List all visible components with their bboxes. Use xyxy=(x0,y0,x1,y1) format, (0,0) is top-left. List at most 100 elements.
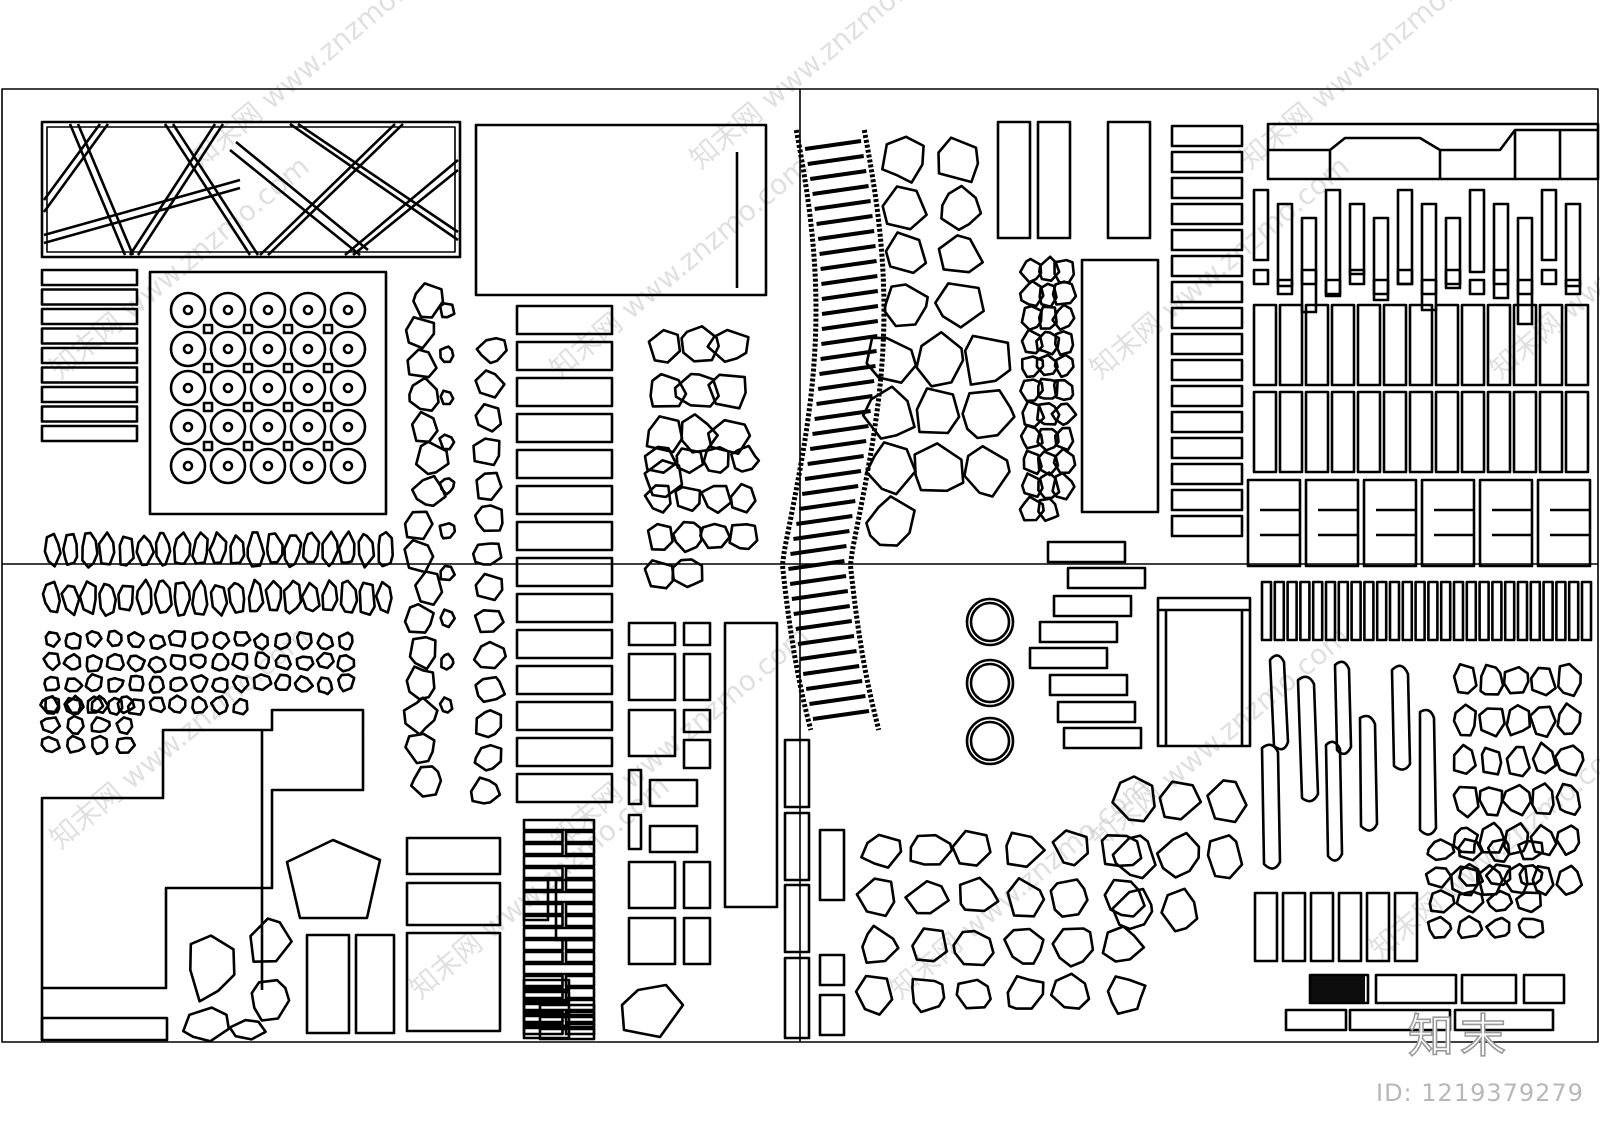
mosaic-slab xyxy=(1486,303,1512,387)
crazy-stone xyxy=(1052,447,1077,475)
paving-stone xyxy=(232,697,249,716)
mosaic-slab xyxy=(1460,303,1486,387)
mosaic-slab xyxy=(1330,390,1356,474)
path-step xyxy=(789,574,847,586)
paving-stone xyxy=(472,437,501,467)
ring xyxy=(169,291,207,329)
plank xyxy=(1529,580,1542,642)
paving-stone xyxy=(90,716,111,734)
paving-stone xyxy=(707,373,747,410)
paving-stone xyxy=(337,530,356,565)
plank xyxy=(1414,580,1426,642)
paving-stone xyxy=(357,532,376,569)
paving-stone xyxy=(190,674,209,693)
tile-ladder-slats xyxy=(1170,124,1244,538)
paving-stone xyxy=(274,654,293,671)
ladder-slat xyxy=(1170,150,1244,174)
paving-stone xyxy=(1006,876,1046,918)
paving-stone xyxy=(42,651,61,672)
ring-center xyxy=(182,304,194,316)
mosaic-slab xyxy=(1252,303,1278,387)
ring-center xyxy=(262,343,274,355)
ring-center xyxy=(342,421,354,433)
paving-stone xyxy=(64,677,84,693)
square-dot xyxy=(282,440,294,452)
paving-stone xyxy=(1457,837,1484,862)
paving-stone xyxy=(473,504,504,533)
ladder-slat xyxy=(1170,410,1244,434)
paving-stone xyxy=(1051,927,1095,968)
slab xyxy=(515,484,614,516)
mosaic-square xyxy=(1420,278,1438,296)
ring xyxy=(329,369,367,407)
plank xyxy=(1273,580,1286,642)
paving-stone xyxy=(43,675,61,692)
paving-stone xyxy=(674,485,702,513)
paving-stone xyxy=(1529,666,1557,697)
ring xyxy=(249,330,287,368)
paving-stone xyxy=(191,579,209,616)
paving-stone xyxy=(208,531,228,565)
watermark-text: 知末网 www.znzmo.com xyxy=(183,0,455,175)
plank xyxy=(1452,580,1465,642)
paving-stone xyxy=(228,1018,267,1041)
ring-center xyxy=(262,304,274,316)
slat xyxy=(40,385,139,404)
mosaic-block xyxy=(1478,478,1534,568)
paving-stone xyxy=(881,185,928,231)
paving-stone xyxy=(1049,972,1091,1010)
ring xyxy=(289,369,327,407)
mosaic-bar xyxy=(1468,188,1486,274)
paving-stone xyxy=(952,929,995,967)
path-step xyxy=(812,184,869,196)
brick xyxy=(564,866,596,880)
mosaic-square xyxy=(1252,268,1270,286)
brick xyxy=(538,1027,596,1041)
paving-stone xyxy=(1501,783,1533,817)
paving-stone xyxy=(60,584,81,617)
mosaic-bar xyxy=(1492,202,1510,300)
mosaic-bar xyxy=(1564,202,1582,288)
slab xyxy=(515,448,614,480)
plank xyxy=(1491,580,1503,642)
ring xyxy=(329,408,367,446)
paving-stone xyxy=(126,630,145,649)
paving-stone xyxy=(172,531,192,566)
mosaic-square xyxy=(1516,278,1534,296)
paving-stone xyxy=(474,675,507,704)
slab xyxy=(515,664,614,696)
mosaic-slab xyxy=(1512,390,1538,474)
paving-stone xyxy=(40,735,61,754)
mosaic-block xyxy=(1246,478,1302,568)
crazy-stone xyxy=(1050,402,1078,427)
ring xyxy=(329,447,367,485)
paving-stone xyxy=(408,376,440,413)
paving-stone xyxy=(643,445,678,475)
ladder-slat xyxy=(1170,514,1244,538)
mosaic-square xyxy=(1492,268,1510,286)
mosaic-block xyxy=(1536,478,1592,568)
ring-center xyxy=(302,304,314,316)
paving-stone xyxy=(1426,915,1453,940)
paving-stone xyxy=(154,531,172,567)
paving-stone xyxy=(438,696,454,714)
plank xyxy=(1555,580,1567,642)
paving-stone xyxy=(1111,775,1156,823)
paving-stone xyxy=(66,714,85,736)
plank xyxy=(1401,580,1414,642)
paving-stone xyxy=(937,234,985,274)
mosaic-bar xyxy=(1252,188,1270,262)
paving-stone xyxy=(1458,862,1485,887)
slat xyxy=(40,288,139,306)
crazy-stone xyxy=(1022,449,1043,476)
mosaic-slab xyxy=(1304,390,1330,474)
paving-stone xyxy=(1111,834,1157,880)
paving-stone xyxy=(209,694,229,716)
ring-center xyxy=(342,343,354,355)
mosaic-slab xyxy=(1434,390,1460,474)
ring-center xyxy=(222,382,234,394)
paving-stone xyxy=(182,1006,231,1043)
mosaic-bar xyxy=(1300,216,1318,314)
ring-center xyxy=(262,421,274,433)
paving-stone xyxy=(321,530,340,568)
